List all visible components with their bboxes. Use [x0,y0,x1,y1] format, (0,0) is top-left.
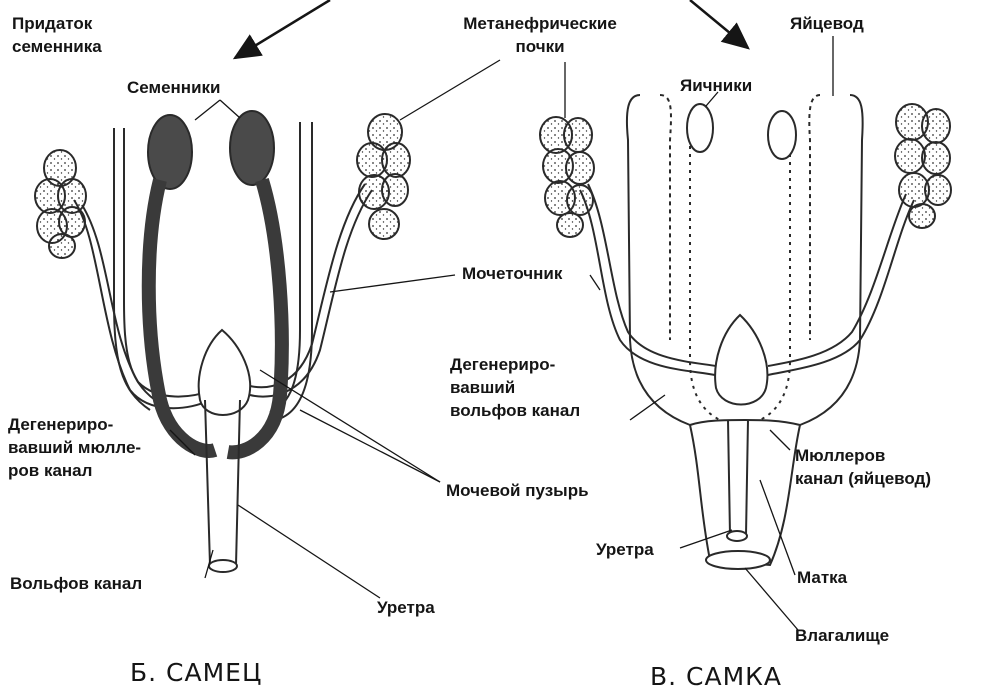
female-left-ovary [687,104,713,152]
female-oviduct-right-inner [809,95,820,340]
label-urethra-male: Уретра [377,596,435,619]
arrow-to-male [235,0,330,58]
male-left-kidney [35,150,86,258]
female-right-ovary [768,111,796,159]
female-oviduct-left-inner [660,95,671,340]
label-testes: Семенники [127,76,220,99]
female-left-ureter-2 [588,184,716,366]
female-right-kidney [895,104,951,228]
male-bladder [199,330,250,415]
label-ovaries: Яичники [680,74,752,97]
label-muller-duct: Мюллеров канал (яйцевод) [795,444,931,490]
label-oviduct: Яйцевод [790,12,864,35]
label-metanephric-kidneys: Метанефрические почки [440,12,640,58]
label-ureter: Мочеточник [462,262,562,285]
label-uterus: Матка [797,566,847,589]
label-urethra-female: Уретра [596,538,654,561]
male-left-testis [148,115,192,189]
caption-female: В. САМКА [650,662,782,691]
female-vagina-opening [706,551,770,569]
female-urethra-end [727,531,747,541]
female-bladder [715,315,767,405]
male-urethra-end [209,560,237,572]
female-left-kidney [540,117,594,237]
female-oviduct-left [627,95,690,425]
label-bladder: Мочевой пузырь [446,479,589,502]
label-degenerated-muller-duct: Дегенериро- вавший мюлле- ров канал [8,413,141,482]
male-diagram [35,111,410,572]
label-wolff-duct: Вольфов канал [10,572,142,595]
male-right-testis [230,111,274,185]
caption-male: Б. САМЕЦ [130,658,262,687]
label-testis-appendage: Придаток семенника [12,12,102,58]
label-vagina: Влагалище [795,624,889,647]
label-degenerated-wolff-duct: Дегенериро- вавший вольфов канал [450,353,580,422]
male-urethra [205,400,240,565]
male-right-kidney [357,114,410,239]
arrow-to-female [690,0,748,48]
female-diagram [540,95,951,569]
